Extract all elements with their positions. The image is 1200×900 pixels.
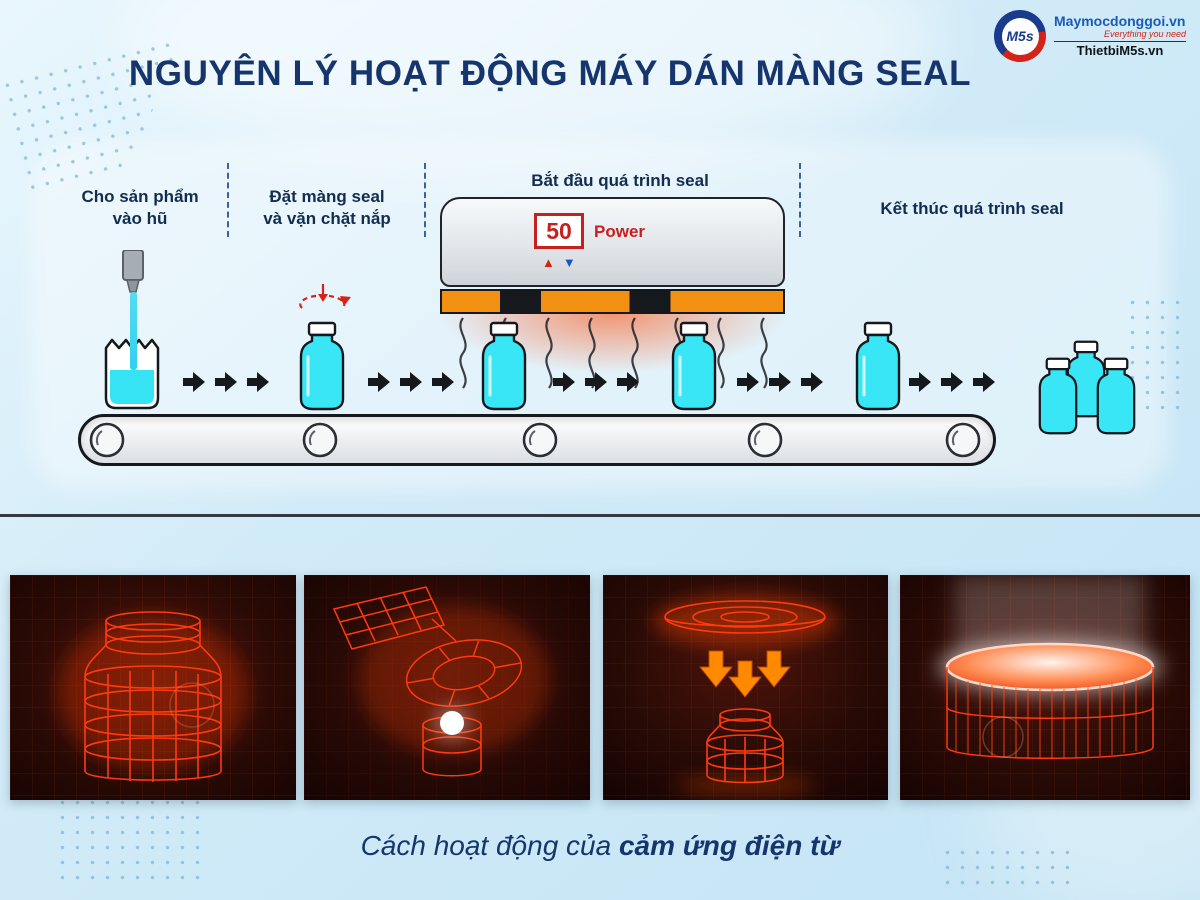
logo-site-primary: Maymocdonggoi.vn [1054, 12, 1186, 29]
decrease-icon: ▼ [562, 255, 576, 270]
logo-site-secondary: ThietbiM5s.vn [1054, 41, 1186, 59]
stage-1-line2: vào hũ [112, 209, 168, 229]
induction-down-arrows [698, 650, 792, 698]
jar-capped [481, 321, 527, 411]
stage-separator-1 [227, 163, 229, 237]
conveyor-belt [78, 414, 996, 466]
page-title: NGUYÊN LÝ HOẠT ĐỘNG MÁY DÁN MÀNG SEAL [128, 54, 972, 93]
machine-heating-base [440, 289, 785, 314]
flow-arrows-2 [368, 372, 454, 392]
stage-separator-2 [424, 163, 426, 237]
logo-text-block: Maymocdonggoi.vn Everything you need Thi… [1054, 13, 1186, 59]
stage-2-line2: và vặn chặt nắp [263, 209, 391, 229]
belt-roller [945, 422, 981, 458]
stage-separator-3 [799, 163, 801, 237]
decor-dots-bottom-right [940, 845, 1070, 893]
flow-arrows-4 [737, 372, 823, 392]
liquid-stream [130, 292, 137, 370]
logo-ring-icon: M5s [994, 10, 1046, 62]
logo-tagline: Everything you need [1103, 28, 1186, 39]
panel-jar-wireframe [10, 575, 296, 800]
power-adjust-controls: ▲ ▼ [542, 255, 576, 270]
jar-capped [671, 321, 717, 411]
caption-emphasis: cảm ứng điện từ [618, 830, 840, 861]
stage-label-2: Đặt màng seal và vặn chặt nắp [237, 186, 417, 230]
stage-label-3: Bắt đầu quá trình seal [470, 170, 770, 192]
jar-sealed [855, 321, 901, 411]
stage-4-line1: Kết thúc quá trình seal [880, 199, 1064, 218]
flow-arrows-3 [553, 372, 639, 392]
decor-dots-bottom-left [55, 795, 205, 885]
bottom-caption: Cách hoạt động của cảm ứng điện từ [0, 830, 1200, 862]
decor-dots-right [1125, 295, 1190, 410]
stage-label-1: Cho sản phẩm vào hũ [55, 186, 225, 230]
jar-finished-left [1038, 357, 1078, 435]
panel-induction-head-wireframe [304, 575, 590, 800]
sealing-machine: 50 Power ▲ ▼ [440, 197, 785, 287]
stage-label-4: Kết thúc quá trình seal [822, 198, 1122, 220]
cap-twist-arrow-icon [299, 284, 351, 309]
brand-logo: M5s Maymocdonggoi.vn Everything you need… [994, 10, 1186, 62]
belt-roller [522, 422, 558, 458]
logo-monogram: M5s [1001, 17, 1039, 55]
stage-3-line1: Bắt đầu quá trình seal [531, 171, 709, 190]
power-display: 50 [534, 213, 584, 249]
stage-1-line1: Cho sản phẩm [81, 187, 199, 206]
caption-prefix: Cách hoạt động của [360, 830, 619, 861]
flow-arrows-1 [183, 372, 269, 392]
belt-roller [89, 422, 125, 458]
jar-finished-right [1096, 357, 1136, 435]
jar-capped [299, 321, 345, 411]
watermark-circle [982, 716, 1024, 758]
flow-arrows-5 [909, 372, 995, 392]
open-jar [104, 338, 160, 410]
increase-icon: ▲ [542, 255, 555, 270]
panel-induction-field-arrows [603, 575, 888, 800]
stage-2-line1: Đặt màng seal [269, 187, 385, 206]
watermark-circle [169, 682, 215, 728]
belt-roller [747, 422, 783, 458]
power-label: Power [594, 222, 646, 241]
belt-roller [302, 422, 338, 458]
section-divider [0, 514, 1200, 517]
panel-sealed-cap-closeup [900, 575, 1190, 800]
filling-nozzle-icon [122, 250, 144, 293]
